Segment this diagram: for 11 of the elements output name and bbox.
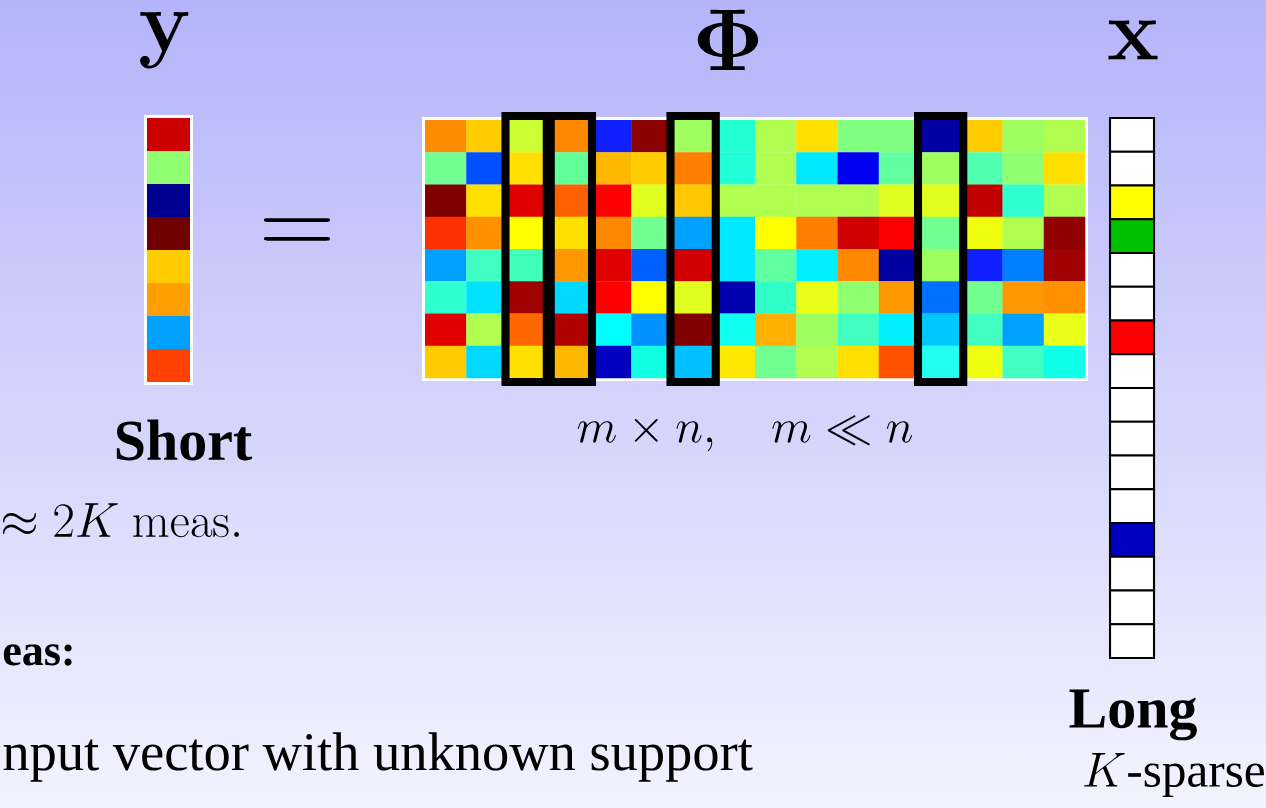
dimension-formula: $m \times n, \quad m \ll n$ [577, 415, 912, 452]
vector-symbol: $\mathbf{y}$ [140, 12, 189, 69]
sparsity-caption: $K\mbox{-sparse}$ [1084, 753, 1264, 798]
vector-caption: Short [116, 419, 252, 461]
body-text: nput vector with unknown support [3, 732, 753, 782]
measurement-count: $\approx 2K\ \mathrm{meas.}$ [3, 503, 239, 538]
vector-symbol: $\mathbf{x}$ [1108, 20, 1158, 60]
heading-text: eas: [3, 644, 72, 666]
vector-caption: Long [1069, 689, 1197, 741]
equals-sign: $=$ [263, 218, 331, 241]
matrix-symbol: $\mathbf{\Phi}$ [697, 9, 759, 71]
